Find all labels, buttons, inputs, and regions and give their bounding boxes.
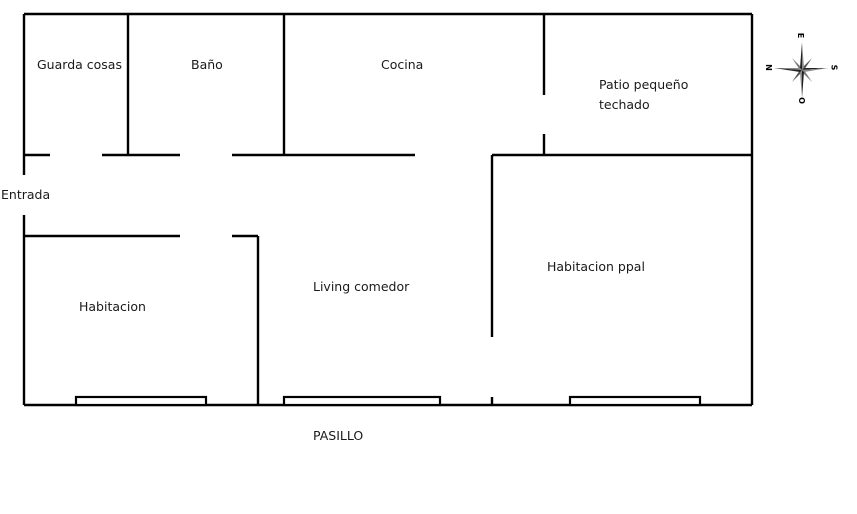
compass-north: N (763, 64, 773, 71)
compass-west: O (796, 97, 806, 104)
compass-rose: E N S O (762, 30, 842, 110)
room-label-cocina: Cocina (381, 57, 424, 72)
compass-east: E (796, 32, 806, 39)
room-label-habitacion-ppal: Habitacion ppal (547, 259, 645, 274)
room-label-habitacion: Habitacion (79, 299, 146, 314)
window-habitacion (74, 395, 208, 407)
window-habitacion-ppal (568, 395, 702, 407)
label-pasillo: PASILLO (313, 428, 364, 443)
room-label-entrada: Entrada (1, 187, 51, 202)
room-label-guarda-cosas: Guarda cosas (37, 57, 122, 72)
window-living (282, 395, 442, 407)
compass-south: S (829, 64, 839, 71)
room-label-bano: Baño (191, 57, 223, 72)
room-label-living: Living comedor (313, 279, 410, 294)
room-label-patio-line1: Patio pequeño (599, 77, 689, 92)
room-label-patio-line2: techado (599, 97, 650, 112)
compass-star-icon (774, 42, 828, 98)
